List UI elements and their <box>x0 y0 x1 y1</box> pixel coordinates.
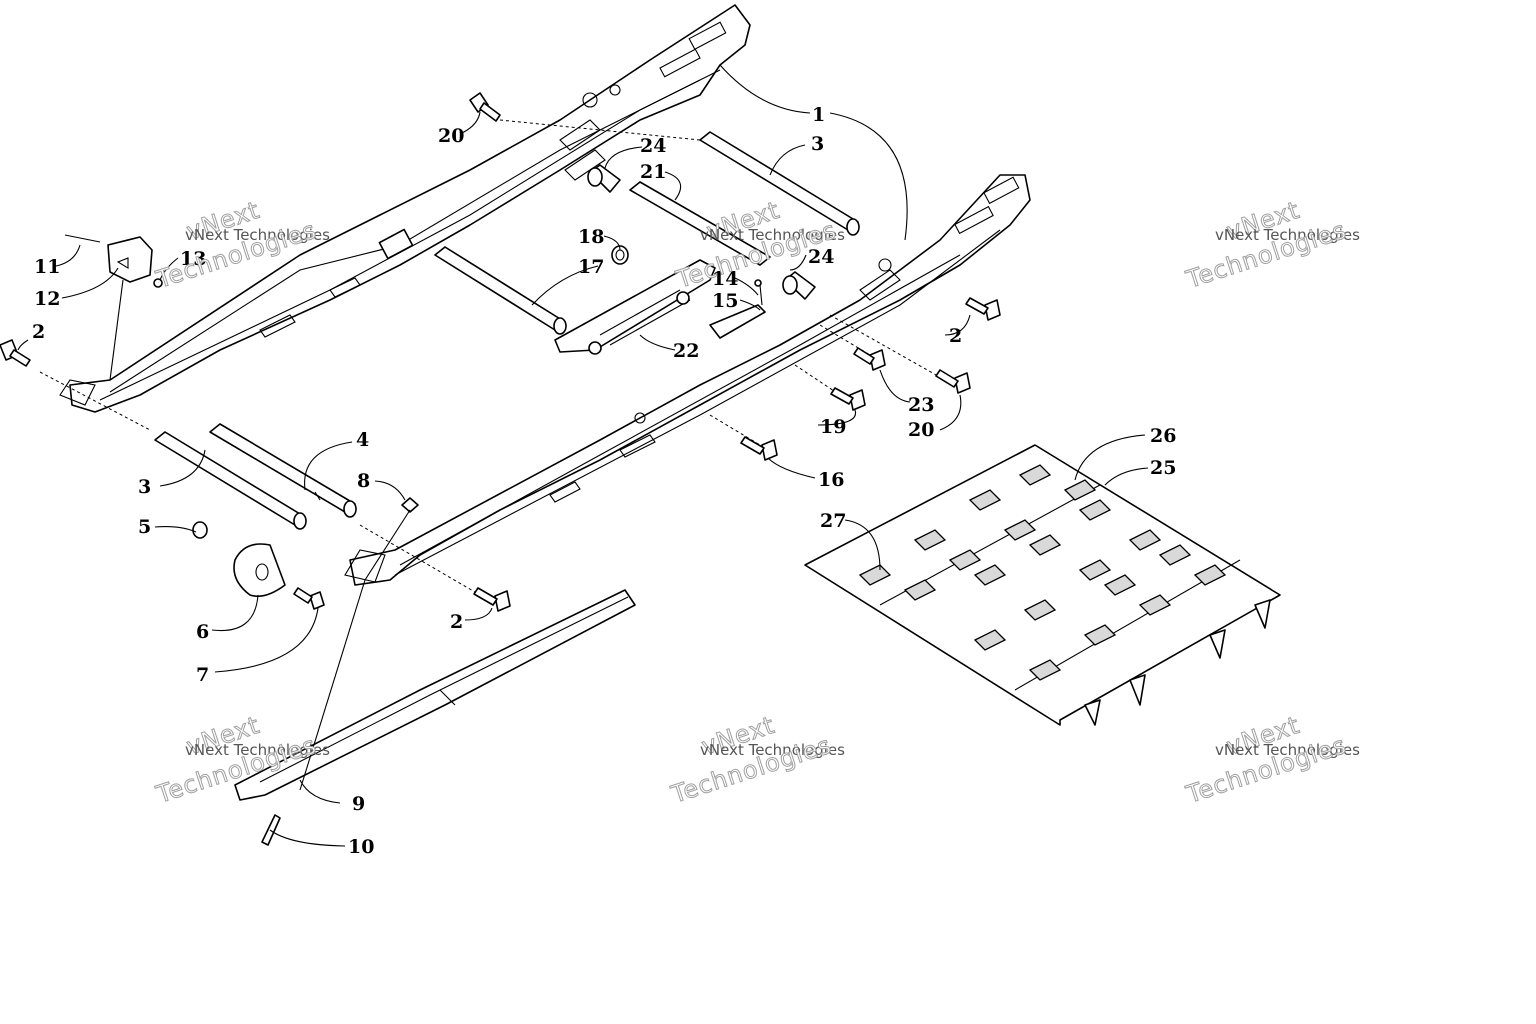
callout-25: 25 <box>1150 457 1176 479</box>
front-parts <box>64 234 286 598</box>
callout-6: 6 <box>196 621 209 643</box>
watermark-6: vNext vNext Technologies Technologies <box>1182 710 1360 809</box>
watermark-3: vNext vNext Technologies Technologies <box>1182 195 1360 294</box>
callout-2-left: 2 <box>32 321 45 343</box>
callout-2-bottom: 2 <box>450 611 463 633</box>
center-arm <box>554 259 766 355</box>
callout-15: 15 <box>712 290 738 312</box>
svg-text:vNext Technologies: vNext Technologies <box>185 741 330 759</box>
leader-lines <box>17 64 1149 847</box>
callout-16: 16 <box>818 469 844 491</box>
callout-23: 23 <box>908 394 934 416</box>
callout-7: 7 <box>196 664 209 686</box>
right-rail-lower <box>344 174 1031 586</box>
callout-22: 22 <box>673 340 699 362</box>
callout-3-front: 3 <box>138 476 151 498</box>
callout-19: 19 <box>820 416 846 438</box>
callout-14: 14 <box>712 268 738 290</box>
spacers <box>587 164 816 300</box>
bolts <box>0 92 1001 612</box>
callout-20-right: 20 <box>908 419 934 441</box>
callout-12: 12 <box>34 288 60 310</box>
left-rail-upper <box>59 4 751 413</box>
svg-text:vNext Technologies: vNext Technologies <box>700 741 845 759</box>
callout-17: 17 <box>578 256 604 278</box>
track-lugs <box>858 464 1227 681</box>
callout-18: 18 <box>578 226 604 248</box>
svg-text:vNext Technologies: vNext Technologies <box>1215 741 1360 759</box>
callout-24-left: 24 <box>640 135 666 157</box>
callout-labels: 1 3 24 21 24 20 18 17 14 15 22 11 12 13 … <box>32 104 1176 858</box>
callout-2-right: 2 <box>949 325 962 347</box>
callout-26: 26 <box>1150 425 1176 447</box>
callout-11: 11 <box>34 256 60 278</box>
track-section <box>804 444 1281 726</box>
callout-21: 21 <box>640 161 666 183</box>
cross-shafts <box>39 119 946 596</box>
callout-10: 10 <box>348 836 374 858</box>
svg-text:vNext Technologies: vNext Technologies <box>700 226 845 244</box>
slide-rail <box>234 589 636 846</box>
callout-27: 27 <box>820 510 846 532</box>
callout-1: 1 <box>812 104 825 126</box>
callout-3-rear: 3 <box>811 133 824 155</box>
callout-4: 4 <box>356 429 369 451</box>
callout-13: 13 <box>180 248 206 270</box>
callout-8: 8 <box>357 470 370 492</box>
callout-9: 9 <box>352 793 365 815</box>
watermark-5: vNext vNext Technologies Technologies <box>667 710 845 809</box>
callout-24-right: 24 <box>808 246 834 268</box>
callout-5: 5 <box>138 516 151 538</box>
callout-20-top: 20 <box>438 125 464 147</box>
svg-text:vNext Technologies: vNext Technologies <box>1215 226 1360 244</box>
svg-text:vNext Technologies: vNext Technologies <box>185 226 330 244</box>
